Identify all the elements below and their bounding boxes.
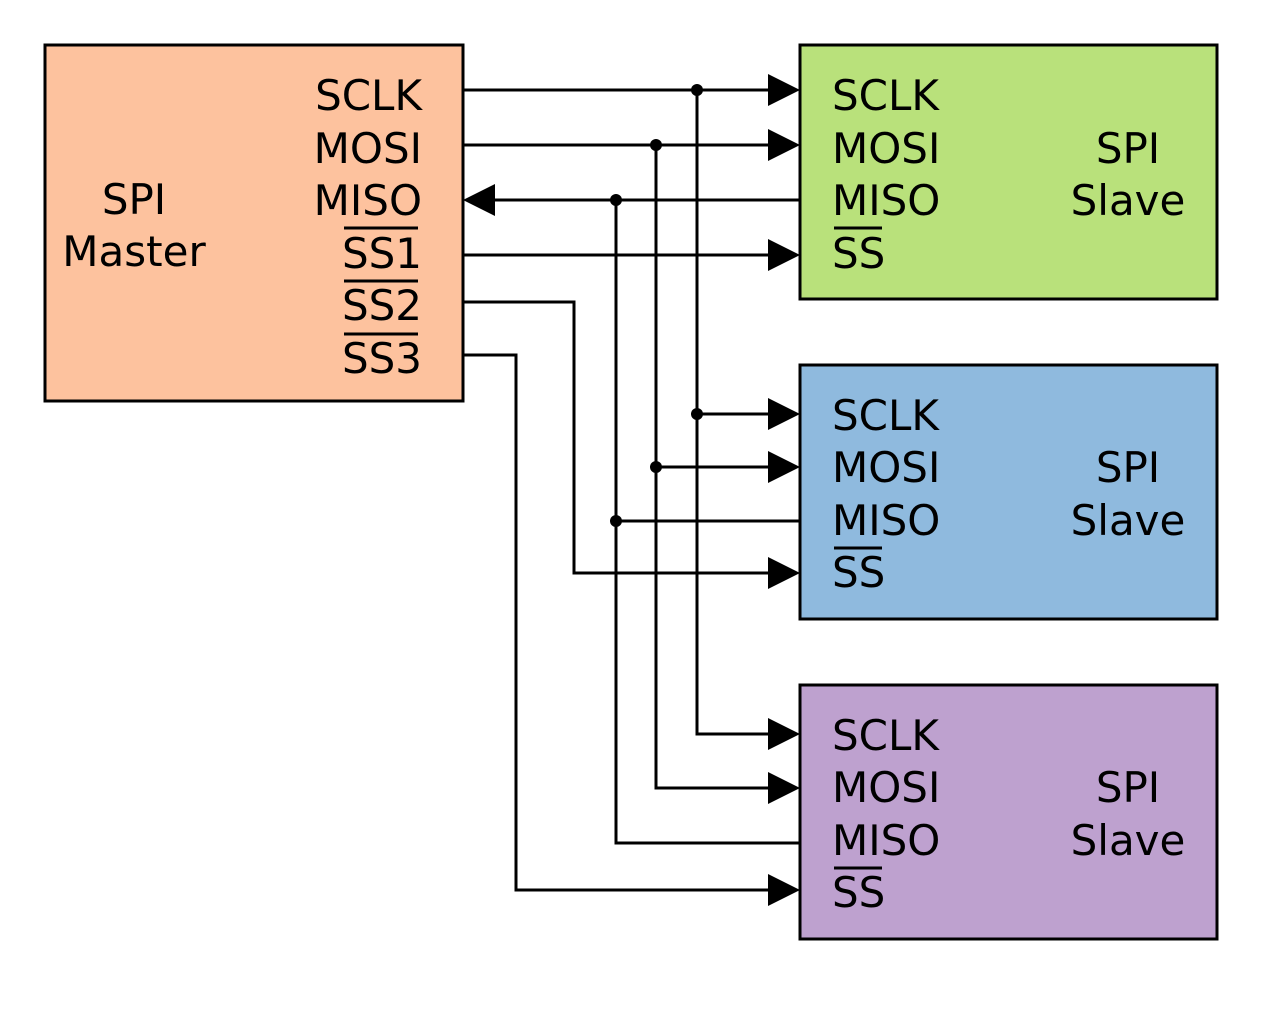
wire-mosi-bus bbox=[654, 145, 770, 790]
slave-1-pin-miso: MISO bbox=[832, 176, 940, 225]
slave-1-title-line1: SPI bbox=[1096, 124, 1160, 173]
arrowhead-ss-slave3 bbox=[768, 874, 800, 906]
master-pin-ss2: SS2 bbox=[342, 281, 422, 330]
arrowhead-mosi-slave1 bbox=[768, 129, 800, 161]
arrowhead-sclk-slave2 bbox=[768, 398, 800, 430]
slave-1-title-line2: Slave bbox=[1071, 176, 1186, 225]
slave-3-pin-sclk: SCLK bbox=[832, 711, 940, 760]
wire-ss3 bbox=[463, 353, 770, 892]
master-pin-miso: MISO bbox=[314, 176, 422, 225]
slave-3-pin-miso: MISO bbox=[832, 816, 940, 865]
master-title-line1: SPI bbox=[102, 175, 166, 224]
junction-dot-miso-mid bbox=[610, 515, 622, 527]
wire-miso-bus bbox=[614, 200, 800, 845]
wire-sclk-bus bbox=[695, 90, 770, 736]
master-title-line2: Master bbox=[62, 227, 206, 276]
arrowhead-mosi-slave3 bbox=[768, 772, 800, 804]
slave-1-pin-sclk: SCLK bbox=[832, 71, 940, 120]
slave-2-box bbox=[798, 363, 1219, 621]
junction-dot-sclk-top bbox=[691, 84, 703, 96]
slave-2-pin-miso: MISO bbox=[832, 496, 940, 545]
slave-2-title-line1: SPI bbox=[1096, 443, 1160, 492]
junction-dot-sclk-mid bbox=[691, 408, 703, 420]
slave-1-pin-mosi: MOSI bbox=[832, 124, 940, 173]
arrowhead-miso-master bbox=[463, 184, 495, 216]
junction-dot-mosi-top bbox=[650, 139, 662, 151]
slave-2-pin-ss: SS bbox=[832, 548, 885, 597]
slave-3-pin-mosi: MOSI bbox=[832, 763, 940, 812]
arrowhead-sclk-slave1 bbox=[768, 74, 800, 106]
slave-2-title-line2: Slave bbox=[1071, 496, 1186, 545]
master-pin-sclk: SCLK bbox=[315, 71, 423, 120]
master-pin-ss1: SS1 bbox=[342, 229, 422, 278]
master-pin-ss3: SS3 bbox=[342, 334, 422, 383]
arrowhead-mosi-slave2 bbox=[768, 451, 800, 483]
wire-ss2 bbox=[463, 300, 770, 575]
arrowhead-ss-slave1 bbox=[768, 239, 800, 271]
slave-1-box bbox=[798, 43, 1219, 301]
arrowhead-ss-slave2 bbox=[768, 557, 800, 589]
junction-dot-miso-top bbox=[610, 194, 622, 206]
slave-2-pin-mosi: MOSI bbox=[832, 443, 940, 492]
arrowhead-sclk-slave3 bbox=[768, 718, 800, 750]
slave-1-pin-ss: SS bbox=[832, 229, 885, 278]
slave-3-pin-ss: SS bbox=[832, 868, 885, 917]
slave-3-title-line1: SPI bbox=[1096, 763, 1160, 812]
slave-2-pin-sclk: SCLK bbox=[832, 391, 940, 440]
master-box bbox=[43, 43, 465, 403]
slave-3-box bbox=[798, 683, 1219, 941]
master-pin-mosi: MOSI bbox=[314, 124, 422, 173]
slave-3-title-line2: Slave bbox=[1071, 816, 1186, 865]
junction-dot-mosi-mid bbox=[650, 461, 662, 473]
